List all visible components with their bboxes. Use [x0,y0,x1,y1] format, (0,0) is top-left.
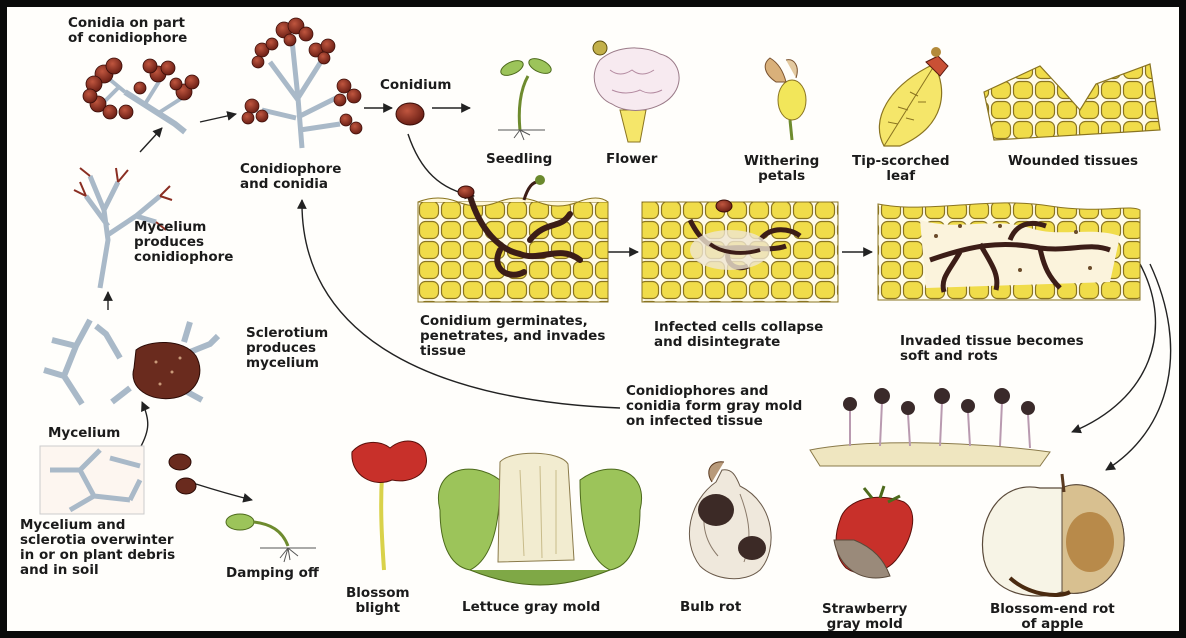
bulb-rot-illustration [689,462,771,579]
germination-tissue-illustration [418,175,608,302]
invaded-tissue-illustration [878,203,1140,300]
gray-mold-illustration [810,388,1050,466]
label-sclerotium-produces-mycelium: Sclerotium produces mycelium [246,326,328,371]
label-gray-mold: Conidiophores and conidia form gray mold… [626,384,802,429]
conidiophore-illustration [242,18,362,148]
label-mycelium-produces-conidiophore: Mycelium produces conidiophore [134,220,233,265]
conidium-spore [396,103,424,125]
withering-petals-illustration [765,58,806,140]
label-mycelium: Mycelium [48,426,120,441]
label-bulb-rot: Bulb rot [680,600,741,615]
arrow-mycelium-to-sclerotium [140,402,148,448]
apple-illustration [982,474,1124,596]
label-conidia-on-part: Conidia on part of conidiophore [68,16,187,46]
tip-scorched-leaf-illustration [879,47,948,146]
arrow-debris-to-damping [196,484,252,500]
label-flower: Flower [606,152,657,167]
label-conidium: Conidium [380,78,451,93]
label-lettuce-gray-mold: Lettuce gray mold [462,600,600,615]
seedling-illustration [498,55,553,140]
label-strawberry-gray-mold: Strawberry gray mold [822,602,907,632]
infected-cells-illustration [642,200,838,302]
label-blossom-blight: Blossom blight [346,586,410,616]
damping-off-illustration [226,514,316,562]
label-blossom-end-rot: Blossom-end rot of apple [990,602,1115,632]
arrow-mycelium-up-to-conidia [140,128,162,152]
flower-illustration [593,41,679,142]
label-overwinter: Mycelium and sclerotia overwinter in or … [20,518,175,578]
arrow-conidia-part-to-conidiophore [200,114,236,122]
label-damping-off: Damping off [226,566,319,581]
overwinter-illustration [40,446,196,514]
strawberry-illustration [834,486,913,578]
label-wounded-tissues: Wounded tissues [1008,154,1138,169]
label-invaded-tissue: Invaded tissue becomes soft and rots [900,334,1084,364]
label-conidiophore-and-conidia: Conidiophore and conidia [240,162,341,192]
label-infected-cells-collapse: Infected cells collapse and disintegrate [654,320,823,350]
blossom-blight-illustration [352,441,427,570]
label-withering-petals: Withering petals [744,154,819,184]
label-tip-scorched-leaf: Tip-scorched leaf [852,154,950,184]
label-seedling: Seedling [486,152,552,167]
wounded-tissues-illustration [984,64,1160,140]
mycelium-illustration [44,320,90,404]
lettuce-illustration [438,453,641,585]
conidia-on-part-illustration [83,58,199,132]
sclerotium-illustration [96,322,218,402]
label-conidium-germinates: Conidium germinates, penetrates, and inv… [420,314,605,359]
